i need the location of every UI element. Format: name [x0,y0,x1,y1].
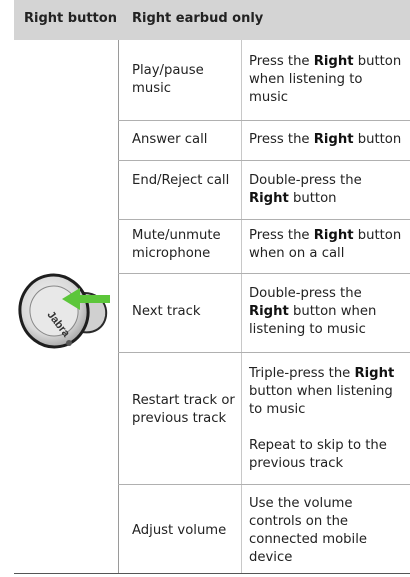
table-bottom-border [14,573,410,574]
row-divider [118,160,410,161]
row-divider [118,120,410,121]
desc-adjust-volume: Use the volume controls on the connected… [249,496,367,565]
row-divider [118,273,410,274]
action-next-track: Next track [132,304,201,319]
action-answer-call: Answer call [132,132,208,147]
column-divider [118,40,119,573]
desc-answer-call: Press the Right button [249,132,402,147]
desc-mute-unmute: Press the Right button when on a call [249,228,402,261]
row-divider [118,352,410,353]
header-right-button: Right button [24,11,117,26]
row-divider [118,484,410,485]
action-adjust-volume: Adjust volume [132,523,227,538]
action-restart-previous: Restart track or previous track [132,393,235,426]
action-end-reject-call: End/Reject call [132,173,230,188]
header-right-earbud-only: Right earbud only [132,11,264,26]
action-mute-unmute: Mute/unmute microphone [132,228,221,261]
desc-end-reject-call: Double-press the Right button [249,173,362,206]
desc-next-track: Double-press the Right button when liste… [249,286,377,337]
action-play-pause: Play/pause music [132,63,204,96]
row-divider [118,219,410,220]
action-description-divider [241,40,242,573]
desc-restart-previous: Triple-press the Right button when liste… [249,366,395,417]
desc-repeat-skip: Repeat to skip to the previous track [249,438,387,471]
table-header: Right button Right earbud only [14,0,410,40]
desc-play-pause: Press the Right button when listening to… [249,54,402,105]
right-earbud-arrow-icon: Jabra [18,273,110,349]
